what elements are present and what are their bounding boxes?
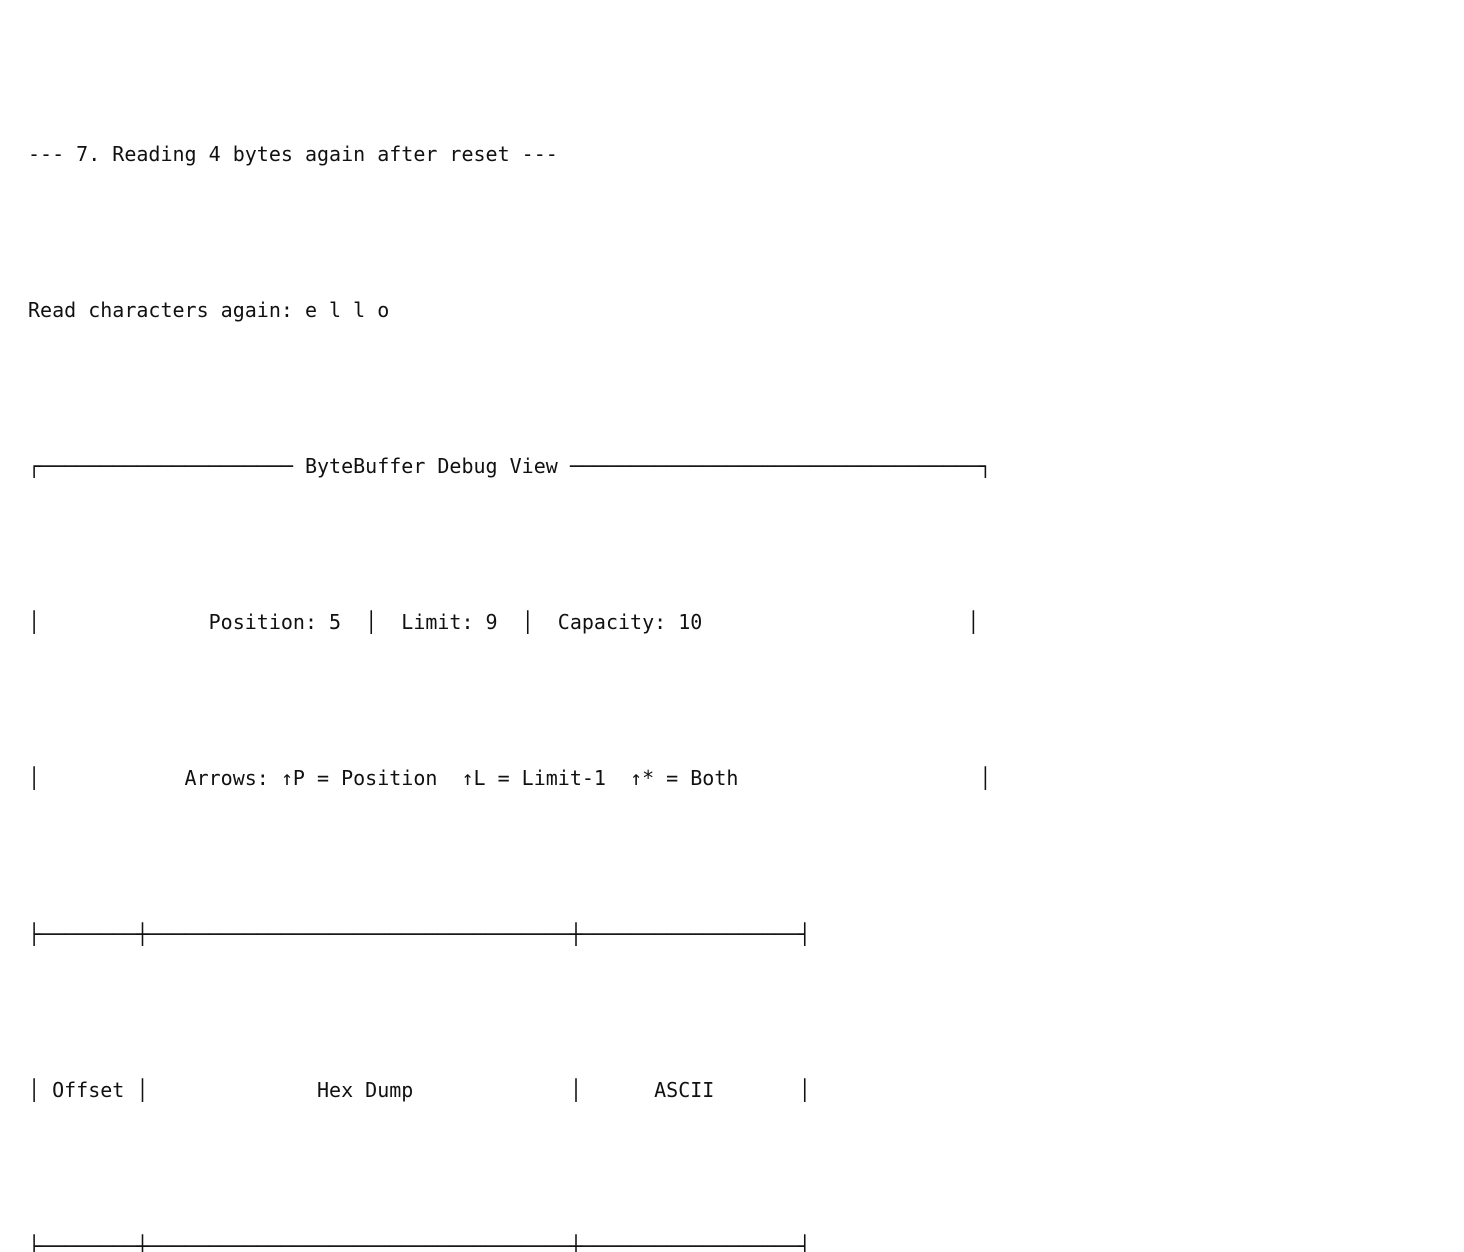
debug-view-legend: │ Arrows: ↑P = Position ↑L = Limit-1 ↑* … [28,766,992,790]
read-characters-line: Read characters again: e l l o [28,291,991,330]
debug-view-title-border: ┌───────────────────── ByteBuffer Debug … [28,454,992,478]
table-rule-top-text: ├────────┼──────────────────────────────… [28,922,811,946]
table-header-row: │ Offset │ Hex Dump │ ASCII │ [28,1071,991,1110]
debug-view-legend-line: │ Arrows: ↑P = Position ↑L = Limit-1 ↑* … [28,759,991,798]
console-output: --- 7. Reading 4 bytes again after reset… [28,18,991,1252]
read-characters-text: Read characters again: e l l o [28,298,390,322]
debug-view-stats: │ Position: 5 │ Limit: 9 │ Capacity: 10 … [28,610,980,634]
table-rule-top: ├────────┼──────────────────────────────… [28,915,991,954]
table-rule-mid: ├────────┼──────────────────────────────… [28,1227,991,1252]
table-rule-mid-text: ├────────┼──────────────────────────────… [28,1234,811,1252]
section-heading-line: --- 7. Reading 4 bytes again after reset… [28,135,991,174]
debug-view-stats-line: │ Position: 5 │ Limit: 9 │ Capacity: 10 … [28,603,991,642]
section-heading: --- 7. Reading 4 bytes again after reset… [28,142,558,166]
debug-view-title-line: ┌───────────────────── ByteBuffer Debug … [28,447,991,486]
table-header-text: │ Offset │ Hex Dump │ ASCII │ [28,1078,811,1102]
